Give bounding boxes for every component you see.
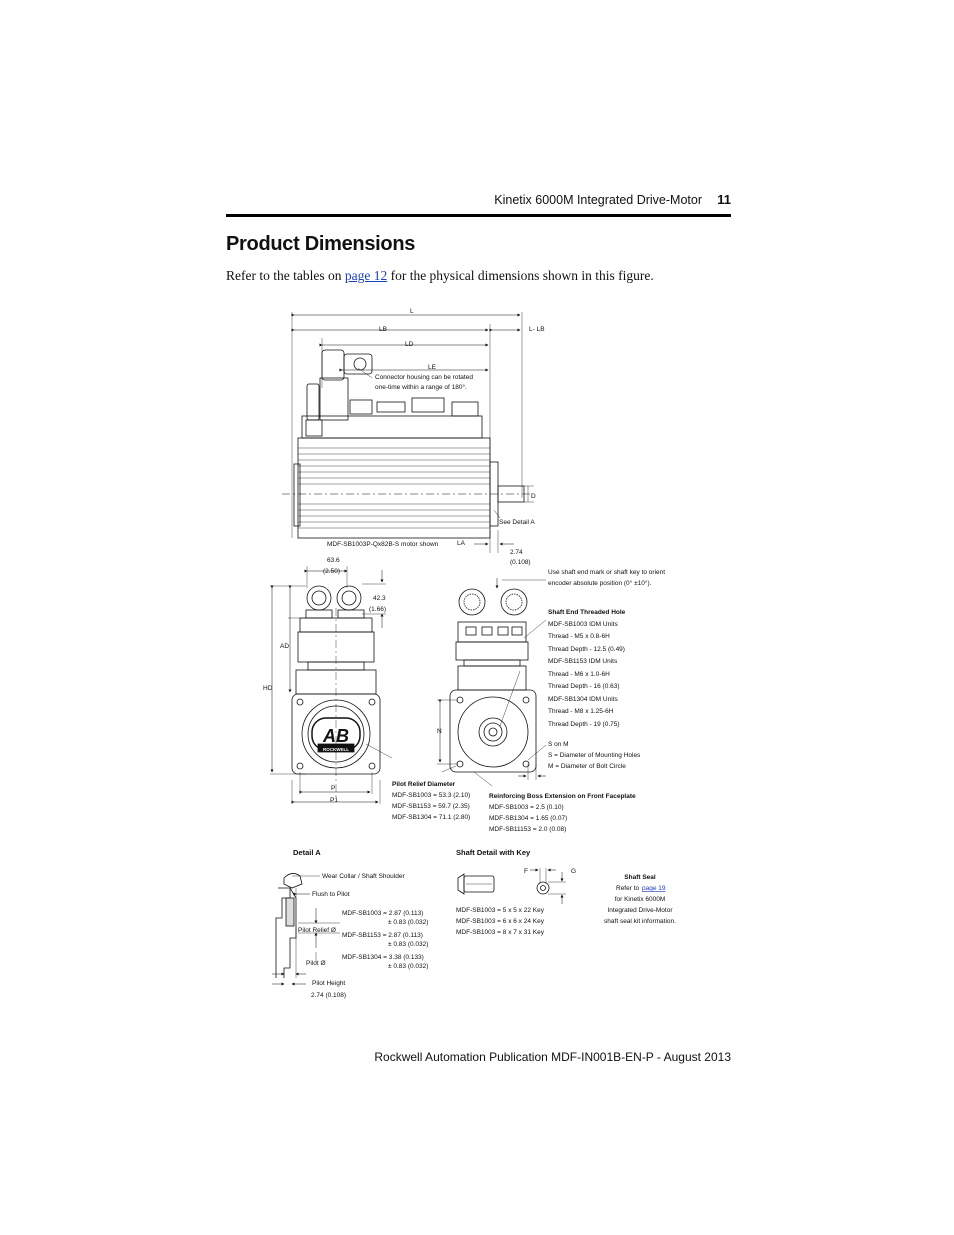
- key-spec: MDF-SB1003 = 8 x 7 x 31 Key: [456, 929, 545, 936]
- dim-label-AD: AD: [280, 643, 289, 650]
- header-title: Kinetix 6000M Integrated Drive-Motor: [494, 193, 702, 207]
- shaft-seal-title: Shaft Seal: [624, 874, 656, 881]
- running-head: Kinetix 6000M Integrated Drive-Motor 11: [0, 192, 731, 211]
- detail-a-tol: ± 0.83 (0.032): [388, 941, 428, 948]
- ab-logo-sub: ROCKWELL: [323, 747, 349, 752]
- section-title: Product Dimensions: [226, 233, 416, 255]
- detail-a-dim: 2.74 (0.108): [311, 992, 346, 999]
- orient-note-2: encoder absolute position (0° ±10°).: [548, 579, 652, 587]
- connector-note-1: Connector housing can be rotated: [375, 374, 473, 381]
- s-on-m: S on M: [548, 741, 569, 748]
- figure-caption: MDF-SB1003P-Qx82B-S motor shown: [327, 541, 439, 548]
- threaded-line: Thread Depth - 19 (0.75): [548, 721, 620, 728]
- dim-label-LA: LA: [457, 540, 466, 547]
- top-view-labels: L LB L- LB LD LE Connector housing can b…: [327, 308, 545, 566]
- pilot-relief-label: Pilot Relief Ø: [298, 927, 336, 934]
- dim-label-F: F: [524, 868, 528, 875]
- dim-274-b: (0.108): [510, 559, 531, 566]
- threaded-line: MDF-SB1003 IDM Units: [548, 621, 618, 628]
- orient-note-1: Use shaft end mark or shaft key to orien…: [548, 569, 665, 576]
- footer: Rockwell Automation Publication MDF-IN00…: [374, 1050, 731, 1064]
- intro-text-after: for the physical dimensions shown in thi…: [387, 268, 654, 283]
- header-rule: [226, 214, 731, 217]
- detail-a-tol: ± 0.83 (0.032): [388, 963, 428, 970]
- pilot-relief-line: MDF-SB1003 = 53.3 (2.10): [392, 792, 470, 799]
- threaded-line: MDF-SB1304 IDM Units: [548, 696, 618, 703]
- threaded-line: MDF-SB1153 IDM Units: [548, 658, 618, 665]
- dim-label-LE: LE: [428, 364, 437, 371]
- dim-423-a: 42.3: [373, 595, 386, 602]
- dim-label-D: D: [531, 493, 536, 500]
- dim-label-HD: HD: [263, 685, 273, 692]
- shaft-key-labels: Shaft Detail with Key F G MDF-SB1003 = 5…: [456, 848, 676, 936]
- motor-end-view-right: [437, 578, 547, 787]
- boss-line: MDF-SB1003 = 2.5 (0.10): [489, 804, 564, 811]
- see-detail-a: See Detail A: [499, 519, 535, 526]
- dim-636-a: 63.6: [327, 557, 340, 564]
- dim-label-P: P: [331, 785, 335, 792]
- pilot-relief-title: Pilot Relief Diameter: [392, 781, 456, 788]
- motor-side-view: [282, 312, 534, 553]
- detail-a-drawing: [272, 873, 340, 986]
- shaft-seal-line: Integrated Drive-Motor: [607, 907, 673, 914]
- dim-label-P1: P1: [330, 797, 338, 804]
- page-number: 11: [717, 192, 731, 207]
- dim-label-LD: LD: [405, 341, 414, 348]
- shaft-seal-line: shaft seal kit information.: [604, 918, 676, 925]
- boss-line: MDF-SB11153 = 2.0 (0.08): [489, 826, 566, 833]
- product-dimensions-figure: L LB L- LB LD LE Connector housing can b…: [263, 308, 676, 999]
- threaded-line: Thread - M6 x 1.0-6H: [548, 671, 610, 678]
- threaded-line: Thread - M5 x 0.8-6H: [548, 633, 610, 640]
- m-definition: M = Diameter of Bolt Circle: [548, 763, 626, 770]
- pilot-dia-label: Pilot Ø: [306, 960, 326, 967]
- shaft-seal-refer: Refer to: [616, 885, 640, 892]
- flush-to-pilot-label: Flush to Pilot: [312, 891, 350, 898]
- detail-a-tol: ± 0.83 (0.032): [388, 919, 428, 926]
- detail-a-spec: MDF-SB1304 = 3.38 (0.133): [342, 954, 424, 961]
- page-19-link[interactable]: page 19: [642, 885, 666, 892]
- end-view-left-labels: 63.6 (2.50) 42.3 (1.66) AD HD P P1 AB RO…: [263, 557, 386, 804]
- s-definition: S = Diameter of Mounting Holes: [548, 752, 641, 759]
- intro-paragraph: Refer to the tables on page 12 for the p…: [226, 268, 654, 284]
- threaded-line: Thread Depth - 12.5 (0.49): [548, 646, 625, 653]
- threaded-line: Thread Depth - 16 (0.63): [548, 683, 620, 690]
- wear-collar-label: Wear Collar / Shaft Shoulder: [322, 873, 405, 880]
- motor-end-view-left: [270, 566, 393, 804]
- dim-label-G: G: [571, 868, 576, 875]
- ab-logo: AB: [322, 726, 349, 746]
- key-spec: MDF-SB1003 = 6 x 6 x 24 Key: [456, 918, 545, 925]
- threaded-hole-title: Shaft End Threaded Hole: [548, 609, 626, 616]
- shaft-seal-line: for Kinetix 6000M: [615, 896, 666, 903]
- pilot-relief-line: MDF-SB1153 = 59.7 (2.35): [392, 803, 470, 810]
- shaft-key-drawing: [457, 868, 566, 904]
- dim-423-b: (1.66): [369, 606, 386, 613]
- dim-label-L-LB: L- LB: [529, 326, 545, 333]
- threaded-line: Thread - M8 x 1.25-6H: [548, 708, 614, 715]
- dim-274-a: 2.74: [510, 549, 523, 556]
- shaft-key-title: Shaft Detail with Key: [456, 848, 531, 857]
- dim-label-LB: LB: [379, 326, 387, 333]
- detail-a-labels: Detail A Wear Collar / Shaft Shoulder Fl…: [293, 848, 428, 999]
- dim-label-L: L: [410, 308, 414, 315]
- dim-636-b: (2.50): [323, 568, 340, 575]
- key-spec: MDF-SB1003 = 5 x 5 x 22 Key: [456, 907, 545, 914]
- connector-note-2: one-time within a range of 180°.: [375, 383, 467, 391]
- detail-a-spec: MDF-SB1003 = 2.87 (0.113): [342, 910, 423, 917]
- dim-label-N: N: [437, 728, 442, 735]
- page-12-link[interactable]: page 12: [344, 268, 388, 283]
- pilot-relief-line: MDF-SB1304 = 71.1 (2.80): [392, 814, 470, 821]
- end-view-right-labels: N Use shaft end mark or shaft key to ori…: [392, 569, 665, 833]
- boss-title: Reinforcing Boss Extension on Front Face…: [489, 793, 636, 800]
- detail-a-spec: MDF-SB1153 = 2.87 (0.113): [342, 932, 423, 939]
- pilot-height-label: Pilot Height: [312, 980, 345, 987]
- boss-line: MDF-SB1304 = 1.65 (0.07): [489, 815, 567, 822]
- detail-a-title: Detail A: [293, 848, 321, 857]
- intro-text-before: Refer to the tables on: [226, 268, 345, 283]
